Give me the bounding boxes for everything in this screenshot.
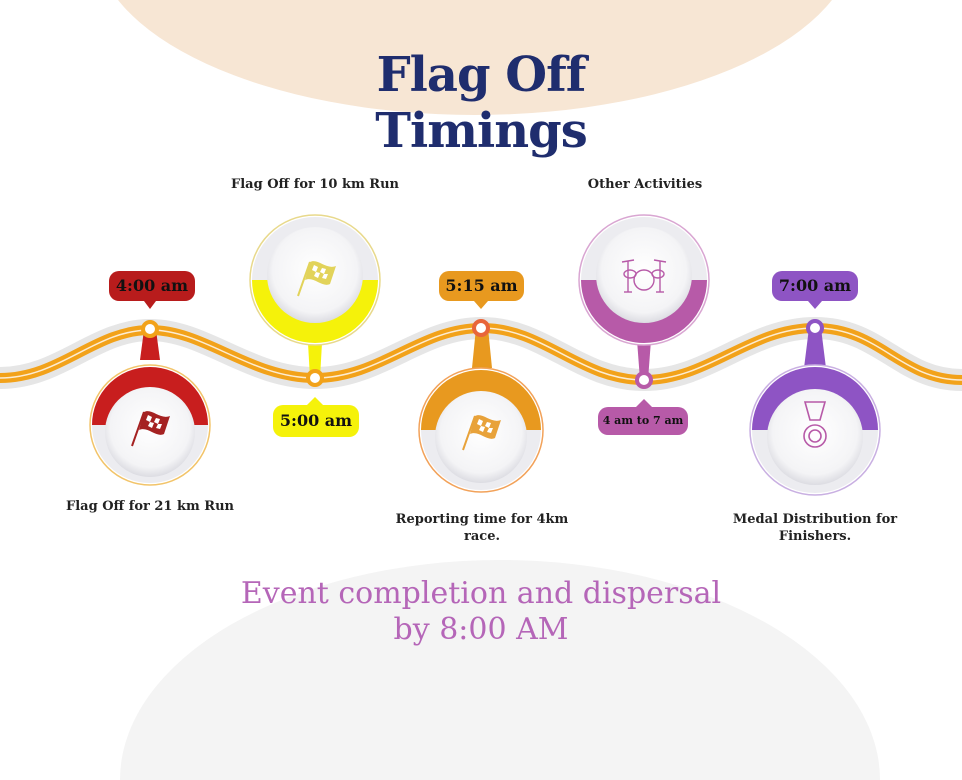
timeline-node-5 bbox=[749, 319, 881, 496]
caption-other-activities: Other Activities bbox=[587, 177, 703, 192]
drum-kit-icon bbox=[621, 259, 667, 293]
timeline-node-2 bbox=[249, 214, 381, 387]
medal-icon bbox=[803, 401, 827, 448]
footer-line1: Event completion and dispersal bbox=[240, 576, 722, 611]
time-pill-4to7am: 4 am to 7 am bbox=[598, 407, 688, 435]
timeline-node-3 bbox=[418, 319, 544, 493]
footer-line2: by 8:00 AM bbox=[393, 612, 569, 647]
time-pill-5am: 5:00 am bbox=[273, 405, 359, 437]
caption-medal-distribution: Medal Distribution for Finishers. bbox=[732, 512, 898, 544]
timeline-graphic bbox=[0, 214, 962, 496]
time-pill-4am: 4:00 am bbox=[109, 271, 195, 301]
caption-10km-run: Flag Off for 10 km Run bbox=[231, 177, 399, 192]
checkered-flag-icon bbox=[131, 411, 170, 447]
time-pill-7am: 7:00 am bbox=[772, 271, 858, 301]
caption-21km-run: Flag Off for 21 km Run bbox=[66, 499, 234, 514]
checkered-flag-icon bbox=[297, 261, 336, 297]
page-title-line2: Timings bbox=[375, 103, 587, 159]
page-title-line1: Flag Off bbox=[376, 47, 587, 103]
checkered-flag-icon bbox=[462, 415, 501, 451]
caption-4km-reporting: Reporting time for 4km race. bbox=[395, 512, 569, 544]
timeline-node-1 bbox=[89, 320, 211, 486]
timeline-node-4 bbox=[578, 214, 710, 389]
time-pill-515am: 5:15 am bbox=[439, 271, 524, 301]
